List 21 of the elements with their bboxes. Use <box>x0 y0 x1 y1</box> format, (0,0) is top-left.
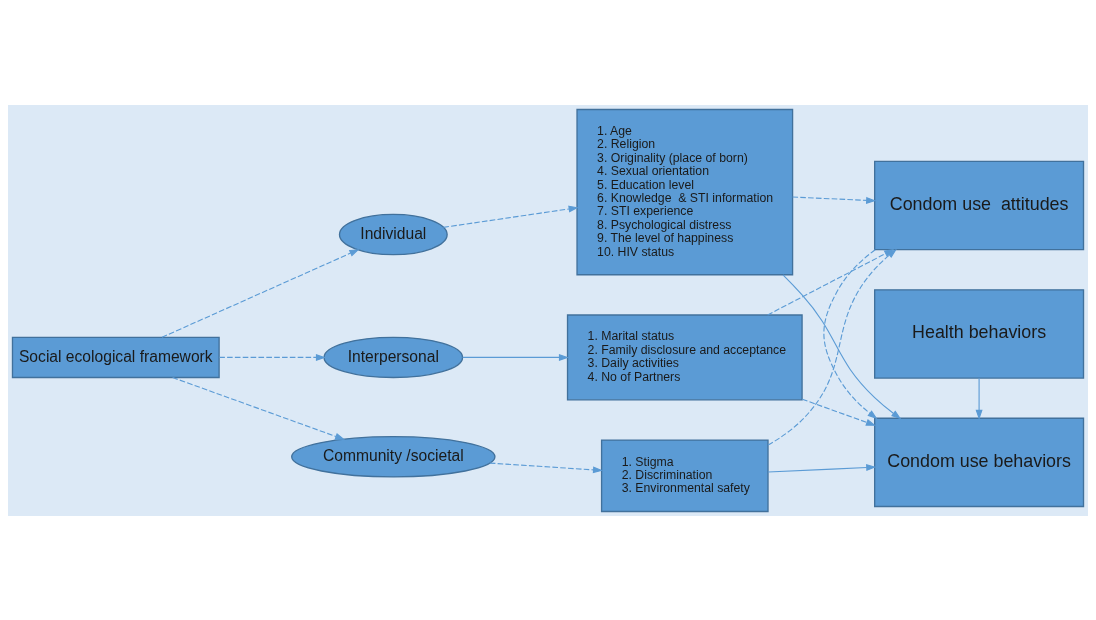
arrow <box>462 353 569 361</box>
arrow <box>161 248 360 338</box>
arrow <box>218 353 326 361</box>
node-box: Health behaviors <box>874 288 1085 379</box>
arrow <box>172 376 346 440</box>
node-box: Social ecological framework <box>11 336 220 378</box>
arrow <box>801 398 876 426</box>
arrow <box>442 205 579 228</box>
arrow <box>792 195 877 204</box>
node-box: 1. Marital status 2. Family disclosure and acceptance 3. Daily activities 4. No of Partners <box>566 313 803 401</box>
node-ellipse: Interpersonal <box>323 336 464 378</box>
arrow <box>767 463 877 473</box>
arrow <box>782 273 902 419</box>
node-box: Condom use behaviors <box>874 417 1085 507</box>
node-box: 1. Age 2. Religion 3. Originality (place of born) 4. Sexual orientation 5. Education level 6. Knowledge & STI information 7. STI experience 8. Psychological distress 9. The level of happiness 10. HIV status <box>576 108 794 275</box>
arrow <box>823 248 878 419</box>
node-ellipse: Community /societal <box>291 435 496 478</box>
node-box: 1. Stigma 2. Discrimination 3. Environmental safety <box>600 438 769 512</box>
node-box: Condom use attitudes <box>874 160 1085 250</box>
arrow <box>489 462 604 473</box>
arrow <box>975 377 983 420</box>
